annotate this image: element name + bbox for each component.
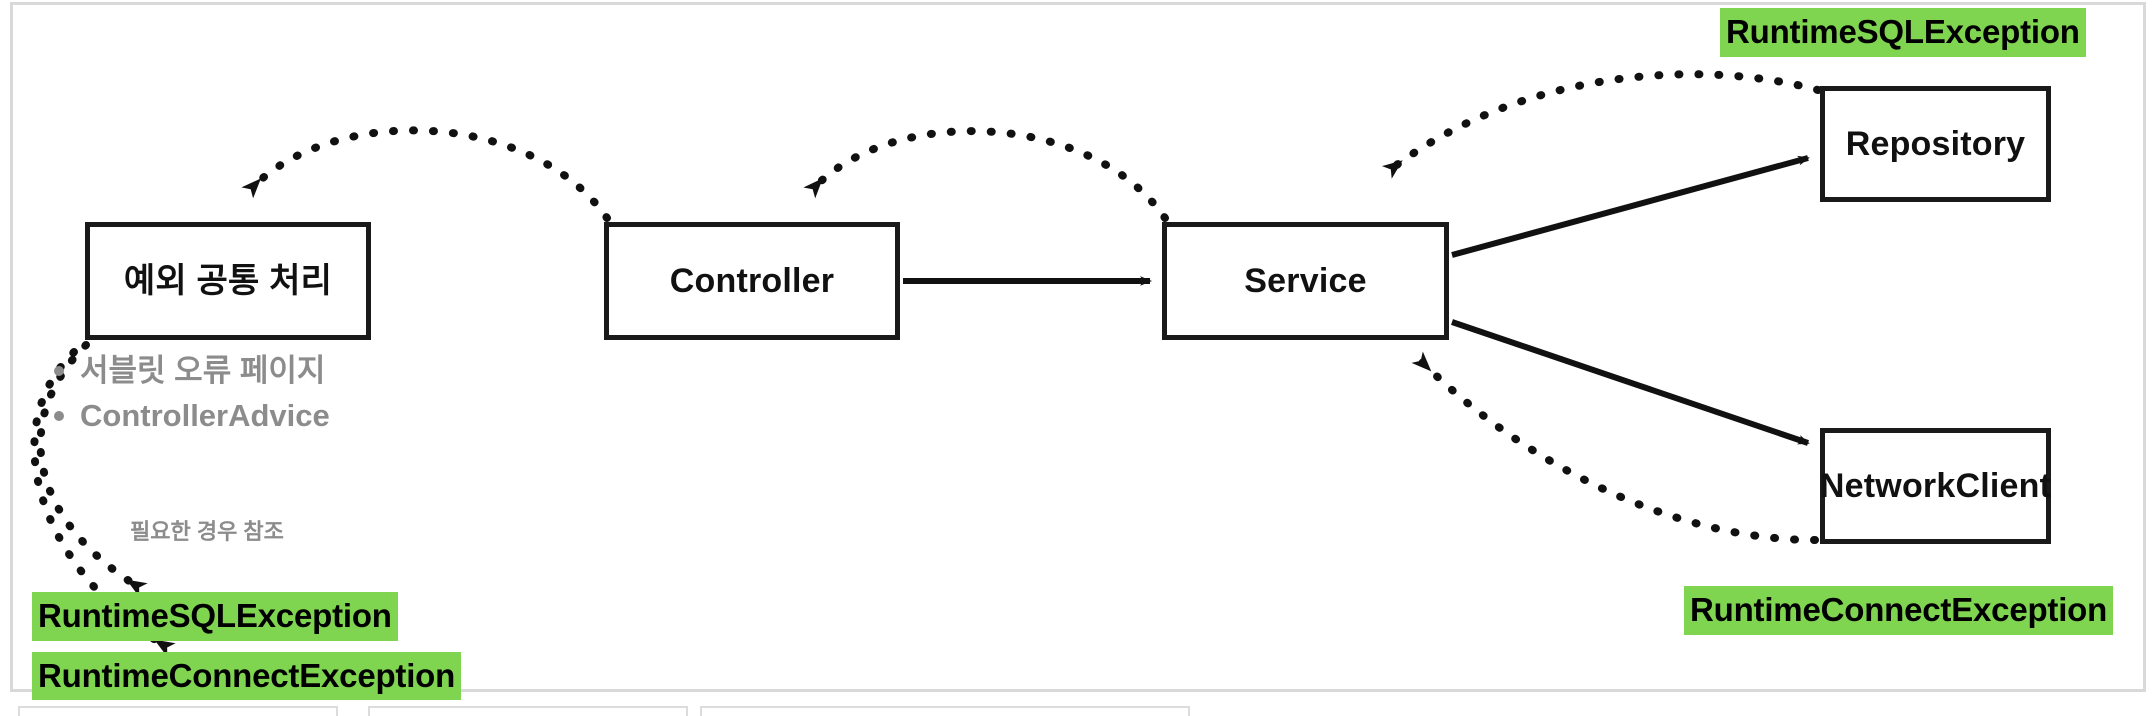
node-exception-handler[interactable]: 예외 공통 처리 (85, 222, 371, 340)
node-repository-label: Repository (1845, 125, 2026, 163)
thumbnail-strip-item-1[interactable] (18, 706, 338, 716)
chip-runtime-connect-exception-left: RuntimeConnectException (32, 652, 462, 701)
node-network-client[interactable]: NetworkClient (1820, 428, 2051, 544)
bullet-dot-icon (54, 411, 64, 422)
thumbnail-strip-item-3[interactable] (700, 706, 1190, 716)
node-service-label: Service (1244, 262, 1367, 300)
node-network-client-label: NetworkClient (1819, 467, 2052, 505)
chip-runtime-connect-exception-bottom-right: RuntimeConnectException (1684, 586, 2114, 635)
bullet-label: 서블릿 오류 페이지 (80, 353, 326, 388)
handler-bullet-list: 서블릿 오류 페이지 ControllerAdvice (48, 352, 518, 442)
node-controller-label: Controller (669, 262, 835, 300)
list-item: 서블릿 오류 페이지 (48, 352, 518, 391)
chip-runtime-sql-exception-left: RuntimeSQLException (32, 592, 398, 641)
bullet-dot-icon (54, 366, 64, 377)
bullet-label: ControllerAdvice (80, 397, 330, 433)
chip-runtime-sql-exception-top-right: RuntimeSQLException (1720, 8, 2086, 57)
node-service[interactable]: Service (1162, 222, 1449, 340)
list-item: ControllerAdvice (48, 397, 518, 436)
reference-note: 필요한 경우 참조 (130, 519, 284, 544)
node-controller[interactable]: Controller (604, 222, 900, 340)
node-exception-handler-label: 예외 공통 처리 (123, 262, 333, 300)
thumbnail-strip-item-2[interactable] (368, 706, 688, 716)
node-repository[interactable]: Repository (1820, 86, 2051, 202)
